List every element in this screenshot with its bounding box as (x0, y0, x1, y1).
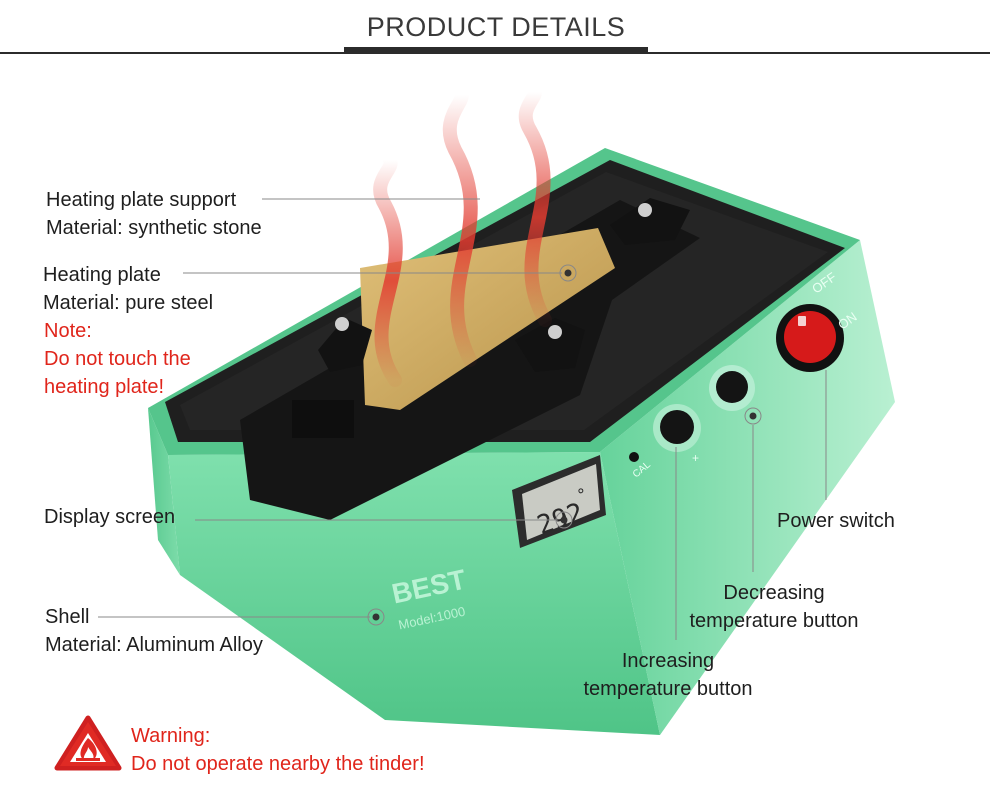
marker-shell (367, 608, 385, 626)
warning-title: Warning: (131, 725, 211, 747)
power-switch[interactable] (784, 311, 836, 363)
display-label: Display screen (44, 506, 176, 528)
heat-wave-1 (373, 153, 403, 387)
power-label: Power switch (777, 510, 895, 532)
decrease-label-line1: Decreasing (723, 582, 825, 604)
marker-plate-dot (564, 269, 572, 277)
marker-display (555, 511, 573, 529)
header-bar (344, 47, 648, 54)
shell-left-face (148, 408, 180, 575)
power-switch-mark (798, 316, 806, 326)
heat-wave-3 (518, 85, 552, 327)
leader-lines (98, 198, 827, 640)
status-led (629, 452, 639, 462)
support-label: Heating plate support (46, 189, 237, 211)
marker-decrease-dot (749, 412, 757, 420)
decrease-label-line2: temperature button (689, 610, 859, 632)
clamp-back-screw (638, 203, 652, 217)
clamp-back (610, 198, 690, 245)
plate-label: Heating plate (43, 264, 161, 286)
decrease-button[interactable] (716, 371, 748, 403)
marker-shell-dot (372, 613, 380, 621)
shell-material: Material: Aluminum Alloy (45, 634, 263, 656)
plate-note-line2: heating plate! (44, 376, 165, 398)
heat-wave-2 (442, 88, 478, 367)
warning-text: Do not operate nearby the tinder! (131, 753, 425, 775)
page-title: PRODUCT DETAILS (366, 12, 626, 42)
plate-note-title: Note: (44, 320, 92, 342)
marker-plate (559, 264, 577, 282)
marker-decrease (744, 407, 762, 425)
increase-label-line2: temperature button (583, 678, 753, 700)
support-material: Material: synthetic stone (46, 217, 262, 239)
clamp-left (318, 318, 372, 372)
plus-sign: + (692, 451, 699, 465)
clamp-right-screw (548, 325, 562, 339)
plate-material: Material: pure steel (43, 292, 214, 314)
marker-display-dot (560, 516, 568, 524)
display-lcd (522, 464, 600, 540)
shell-label: Shell (45, 606, 90, 628)
increase-label-line1: Increasing (621, 650, 715, 672)
increase-button[interactable] (660, 410, 694, 444)
clamp-left-screw (335, 317, 349, 331)
leader-markers (367, 264, 762, 626)
fire-warning-icon (54, 715, 122, 771)
support-block-front (292, 400, 354, 438)
plate-note-line1: Do not touch the (44, 348, 191, 370)
clamp-right (515, 318, 585, 372)
